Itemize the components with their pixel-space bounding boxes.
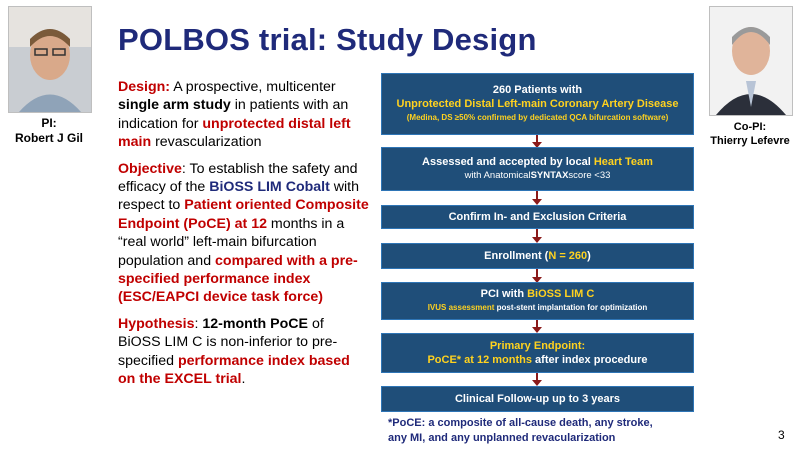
patients-count-text: 260 Patients with [492, 84, 583, 96]
design-text-3: in patients with an indication for [118, 97, 349, 132]
primary-endpoint-text-2: after index procedure [531, 354, 648, 366]
objective-label: Objective [118, 160, 182, 177]
primary-endpoint-label: Primary Endpoint: [489, 340, 586, 352]
flow-box-patients: 260 Patients with Unprotected Distal Lef… [381, 73, 694, 135]
design-text-2: single arm study [118, 97, 231, 114]
copi-role: Co-PI: [733, 121, 767, 133]
syntax-text-2: SYNTAX [530, 170, 569, 181]
flow-arrow-2 [532, 191, 542, 205]
pi-role: PI: [41, 116, 57, 130]
hypothesis-text-4: performance index based on the EXCEL tri… [118, 352, 350, 388]
design-text-1: A prospective, multicenter [170, 79, 336, 95]
footnote-line-2: any MI, and any unplanned revacularizati… [388, 432, 616, 444]
heart-team-text-1: Assessed and accepted by local [422, 156, 594, 168]
copi-portrait-image [710, 7, 792, 115]
hypothesis-label: Hypothesis [118, 315, 195, 332]
hypothesis-text-2: 12-month PoCE [202, 315, 308, 332]
poce-footnote: *PoCE: a composite of all-cause death, a… [388, 416, 653, 446]
flow-arrow-3 [532, 229, 542, 243]
pi-portrait-image [9, 7, 91, 112]
objective-text-2: BiOSS LIM Cobalt [209, 179, 330, 196]
copi-label: Co-PI: Thierry Lefevre [705, 120, 795, 148]
objective-text-6: compared with a pre-specified performanc… [118, 252, 358, 306]
objective-text-1: : To establish the safety and efficacy o… [118, 160, 358, 196]
slide-title: POLBOS trial: Study Design [118, 22, 537, 57]
flow-box-heart-team: Assessed and accepted by local Heart Tea… [381, 147, 694, 191]
flow-arrow-1 [532, 135, 542, 148]
enrollment-text-2: ) [587, 250, 591, 262]
page-number: 3 [778, 428, 785, 442]
criteria-text: Confirm In- and Exclusion Criteria [448, 211, 627, 223]
ivus-text: IVUS assessment [427, 303, 495, 312]
description-column: Design: A prospective, multicenter singl… [118, 78, 370, 397]
flow-box-primary-endpoint: Primary Endpoint: PoCE* at 12 months aft… [381, 333, 694, 373]
flow-box-pci: PCI with BiOSS LIM C IVUS assessment pos… [381, 282, 694, 320]
flow-arrow-5 [532, 320, 542, 333]
hypothesis-text-5: . [241, 371, 246, 388]
flow-arrow-6 [532, 373, 542, 386]
flow-arrow-4 [532, 269, 542, 283]
enrollment-text-1: Enrollment ( [484, 250, 549, 262]
pi-photo [8, 6, 92, 113]
patients-medina-text: (Medina, DS ≥50% confirmed by dedicated … [406, 113, 669, 122]
syntax-text-1: with Anatomical [464, 170, 531, 181]
pi-label: PI: Robert J Gil [8, 116, 90, 146]
design-paragraph: Design: A prospective, multicenter singl… [118, 78, 370, 152]
heart-team-text-2: Heart Team [593, 156, 653, 168]
design-label: Design: [118, 79, 171, 95]
hypothesis-text-3: of BiOSS LIM C is non-inferior to pre-sp… [118, 315, 338, 369]
objective-text-3: with respect to [118, 179, 359, 214]
hypothesis-paragraph: Hypothesis: 12-month PoCE of BiOSS LIM C… [118, 315, 370, 389]
copi-photo [709, 6, 793, 116]
footnote-line-1: *PoCE: a composite of all-cause death, a… [388, 417, 653, 429]
enrollment-count: N = 260 [548, 250, 588, 262]
flow-box-follow-up: Clinical Follow-up up to 3 years [381, 386, 694, 412]
flow-box-enrollment: Enrollment (N = 260) [381, 243, 694, 269]
copi-name: Thierry Lefevre [710, 135, 790, 147]
pi-name: Robert J Gil [14, 131, 83, 145]
flow-box-criteria: Confirm In- and Exclusion Criteria [381, 205, 694, 229]
patients-disease-text: Unprotected Distal Left-main Coronary Ar… [396, 98, 679, 110]
pci-device-text: BiOSS LIM C [527, 288, 595, 300]
primary-endpoint-text-1: PoCE* at 12 months [427, 354, 532, 366]
design-text-4: unprotected distal left main [118, 115, 351, 151]
design-text-5: revascularization [151, 134, 262, 151]
objective-paragraph: Objective: To establish the safety and e… [118, 160, 370, 307]
syntax-text-3: score <33 [568, 170, 611, 181]
hypothesis-text-1: : [194, 315, 203, 332]
pci-text-1: PCI with [480, 288, 528, 300]
objective-text-4: Patient oriented Composite Endpoint (PoC… [118, 197, 369, 232]
follow-up-text: Clinical Follow-up up to 3 years [454, 393, 621, 405]
ivus-detail-text: post-stent implantation for optimization [494, 303, 648, 312]
objective-text-5: months in a “real world” left-main bifur… [118, 215, 345, 269]
